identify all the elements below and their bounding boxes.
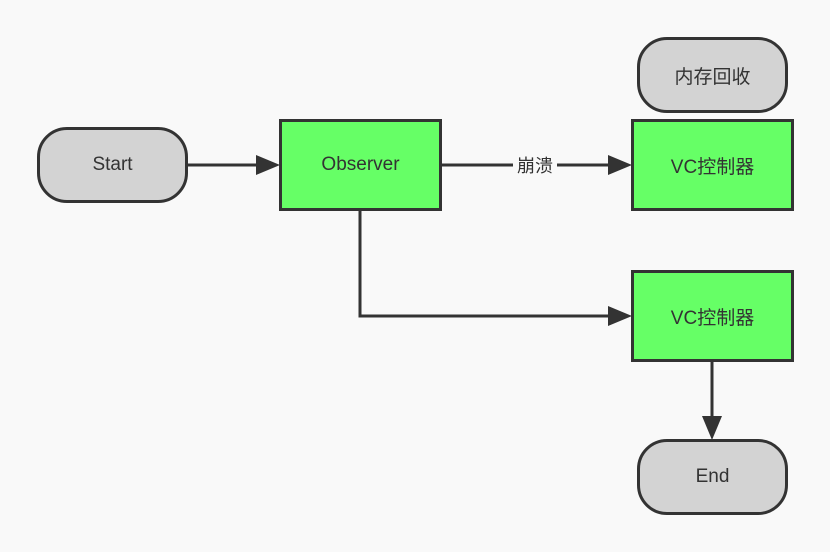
edge-vc-bottom-to-end: [702, 361, 722, 440]
end-node[interactable]: End: [637, 439, 788, 515]
edge-label-crash: 崩溃: [513, 155, 557, 177]
vc-controller-top-node[interactable]: VC控制器: [631, 119, 794, 211]
observer-node-label: Observer: [321, 154, 400, 175]
vc-controller-top-node-label: VC控制器: [670, 156, 755, 178]
start-node-label: Start: [92, 154, 133, 175]
vc-controller-bottom-node[interactable]: VC控制器: [631, 270, 794, 362]
memory-reclaim-node[interactable]: 内存回收: [637, 37, 788, 113]
end-node-label: End: [695, 466, 730, 487]
vc-controller-bottom-node-label: VC控制器: [670, 307, 755, 329]
observer-node[interactable]: Observer: [279, 119, 442, 211]
start-node[interactable]: Start: [37, 127, 188, 203]
edge-observer-to-vc-bottom: [358, 210, 632, 326]
edge-start-to-observer: [188, 155, 280, 175]
memory-reclaim-node-label: 内存回收: [674, 66, 751, 88]
